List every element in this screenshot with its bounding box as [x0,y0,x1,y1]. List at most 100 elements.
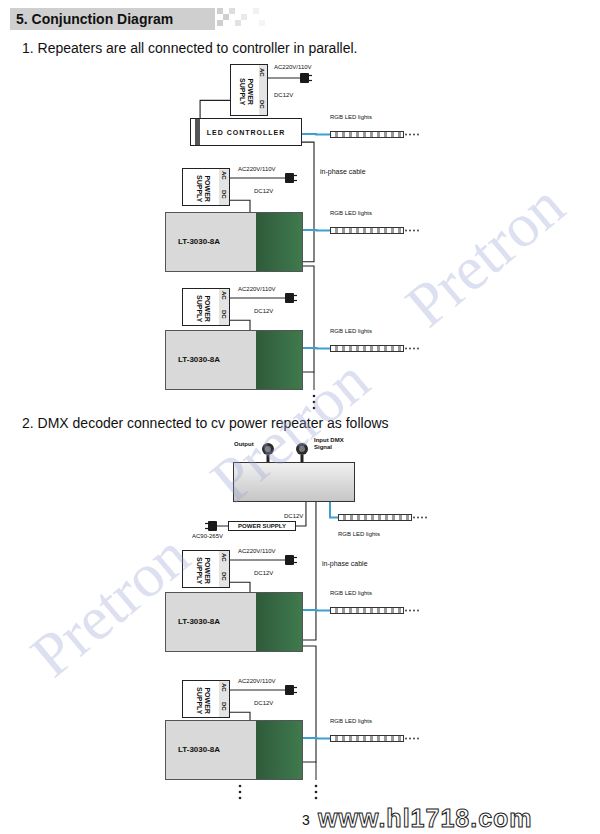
led-controller: LED CONTROLLER [190,118,302,146]
xlr-pin-face [299,446,305,452]
strip-continuation-dots [405,134,427,740]
cable [303,266,314,372]
xlr-connector [296,443,308,455]
voltage-label: DC12V [254,570,273,577]
cable [230,200,250,212]
dmx-cable [301,455,304,462]
dot [405,134,407,136]
dot [239,791,242,794]
rgb-signal-wire [303,609,330,611]
mains-cable [217,526,228,527]
cable [302,142,314,262]
prong [294,687,297,688]
dot [413,134,415,136]
rgb-led-strip: RGB LED lights [338,514,412,538]
node-label: POWER SUPPLY [195,292,210,324]
node-label: Input DMX Signal [314,437,350,451]
led-strip-bar [338,514,412,521]
dot [313,407,316,410]
cable [200,100,230,118]
dot [313,401,316,404]
cable-continuation [314,372,315,390]
dot [315,791,318,794]
voltage-label: DC12V [254,700,273,707]
dot [417,517,419,519]
prong [294,180,297,181]
rgb-signal-wire [303,347,330,349]
mains-plug [208,521,217,531]
dot [417,610,419,612]
power-supply: POWER SUPPLY [228,521,296,531]
prong [205,523,208,524]
voltage-label: DC12V [254,188,273,195]
voltage-label: DC12V [274,92,293,99]
dot [405,738,407,740]
website-watermark: www.hl1718.com [318,805,533,833]
cable [303,646,316,762]
cable-continuation [316,762,317,780]
dmx-cable [267,455,270,462]
voltage-label: AC220V/110V [274,64,312,71]
prong [205,528,208,529]
xlr-connector [262,443,274,455]
mains-plug [300,73,309,83]
dot [409,134,411,136]
rgb-led-strip: RGB LED lights [330,114,404,138]
terminal-label: AC [220,171,227,180]
led-strip-bar [330,607,404,614]
dot [409,348,411,350]
mains-plug [285,685,294,695]
prong [309,75,312,76]
dot [413,348,415,350]
page-number: 3 [302,812,310,828]
dot [409,230,411,232]
repeater-box: LT-3030-8A [165,212,303,272]
terminal-label: DC [220,702,227,711]
prong [294,300,297,301]
prong [294,175,297,176]
dot [425,517,427,519]
rgb-signal-wire [302,133,330,135]
cable-label: in-phase cable [322,560,368,568]
cable-label: in-phase cable [320,168,366,176]
dot [413,517,415,519]
dot [417,230,419,232]
node-label: POWER SUPPLY [238,523,286,529]
fade-square [217,8,223,14]
prong [294,295,297,296]
cable [303,502,316,640]
node-label: RGB LED lights [330,210,404,217]
rgb-led-strip: RGB LED lights [330,718,404,742]
dot [421,517,423,519]
node-label: RGB LED lights [330,328,404,335]
led-strip-bar [330,735,404,742]
rgb-led-strip: RGB LED lights [330,590,404,614]
led-strip-bar [330,227,404,234]
mains-cable [230,178,285,179]
rgb-signal-wire [303,737,330,739]
dot [417,348,419,350]
rgb-signal-wire [303,229,330,231]
xlr-pin-face [265,446,271,452]
prong [294,692,297,693]
mains-cable [230,690,285,691]
mains-cable [230,560,285,561]
voltage-label: DC12V [284,513,303,520]
dot [413,738,415,740]
node-label: RGB LED lights [330,114,404,121]
node-label: Output [234,441,254,448]
watermark: Pretron [395,173,575,338]
fade-square [217,20,223,26]
header-fade [217,8,265,26]
dmx-connectors [262,443,308,462]
terminal-label: DC [258,100,265,109]
dot [405,610,407,612]
dot [239,785,242,788]
fade-square [235,20,241,26]
dot [417,134,419,136]
dot [315,797,318,800]
node-label: POWER SUPPLY [195,172,210,204]
dot [409,610,411,612]
cable [230,320,250,330]
repeater-box: LT-3030-8A [165,720,303,780]
